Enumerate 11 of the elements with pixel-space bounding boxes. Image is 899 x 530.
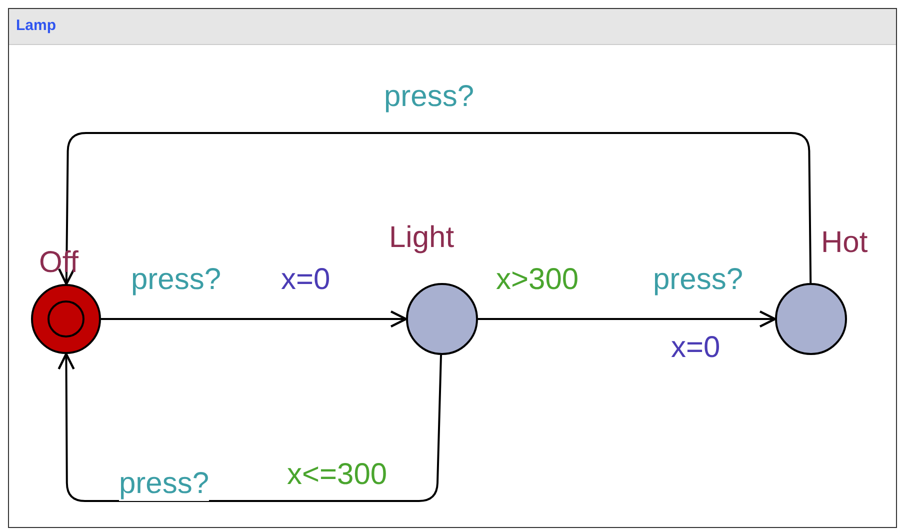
template-frame <box>8 8 897 528</box>
state-name: Light <box>389 221 454 255</box>
state-name: Hot <box>821 226 868 260</box>
state-circle <box>775 283 847 355</box>
transition-arrow <box>58 132 812 286</box>
template-name: Lamp <box>16 17 56 34</box>
transition-arrow <box>101 310 408 328</box>
state-circle <box>31 284 101 354</box>
transition-arrow <box>478 310 776 328</box>
state-circle <box>406 283 478 355</box>
transition-arrow <box>58 352 442 502</box>
